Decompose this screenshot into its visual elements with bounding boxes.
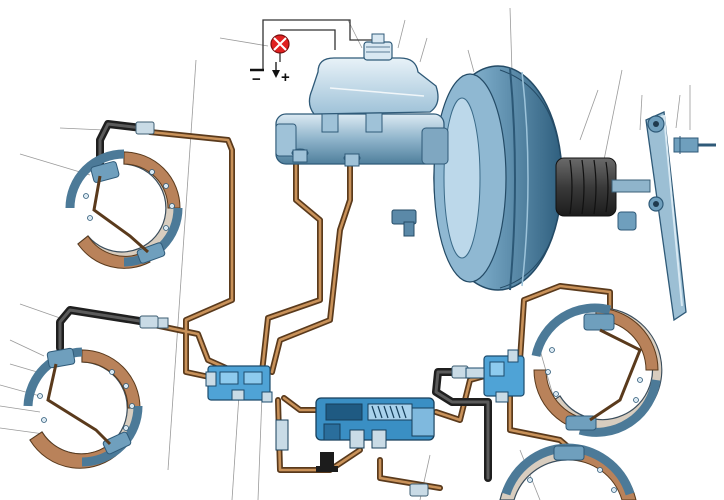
hose-fittings xyxy=(135,121,469,497)
front-left-shoe xyxy=(65,149,183,269)
brake-lines xyxy=(137,129,613,491)
brake-light-switch-icon xyxy=(673,136,716,154)
reservoir xyxy=(308,33,439,115)
plus-label: + xyxy=(281,69,290,86)
master-cylinder xyxy=(275,109,449,167)
distribution-block-right xyxy=(465,349,525,403)
warning-lamp-circuit: − + xyxy=(250,19,380,88)
pressure-regulator xyxy=(275,397,435,472)
brake-hoses xyxy=(56,120,492,482)
pushrod-boot xyxy=(555,157,651,231)
front-right-shoe xyxy=(531,303,663,437)
rear-left-shoe xyxy=(23,347,143,469)
rear-right-shoe xyxy=(499,443,637,500)
reservoir-cap xyxy=(363,41,393,61)
distribution-block-left xyxy=(205,365,273,403)
brake-pedal xyxy=(645,111,716,322)
minus-label: − xyxy=(252,71,261,88)
vacuum-booster xyxy=(391,65,563,291)
